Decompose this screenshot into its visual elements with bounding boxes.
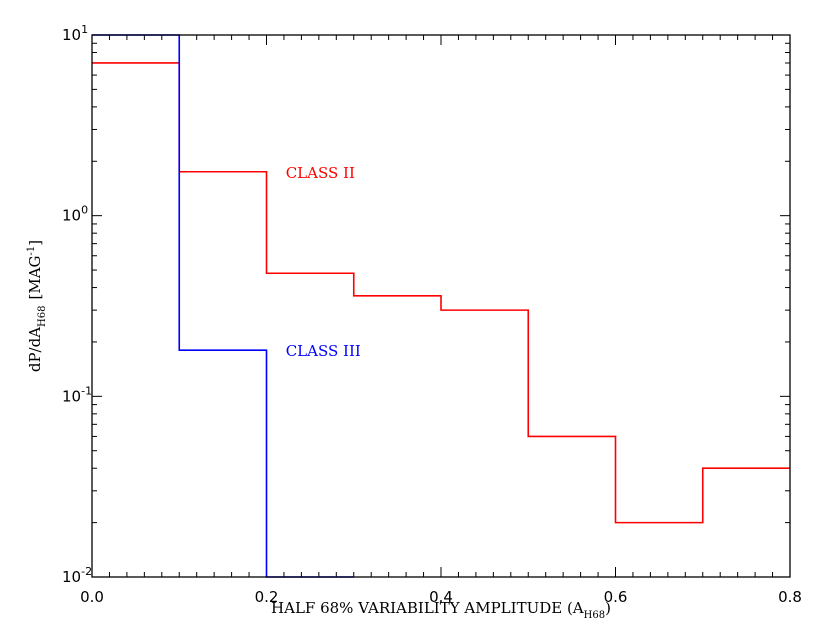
x-tick-label: 0.4: [429, 588, 453, 606]
x-tick-label: 0.6: [604, 588, 628, 606]
x-axis-title: HALF 68% VARIABILITY AMPLITUDE (AH68): [271, 599, 611, 621]
y-tick-label: 10-2: [62, 565, 92, 586]
series-group: [92, 34, 790, 578]
x-tick-label: 0.8: [778, 588, 802, 606]
series-label: CLASS III: [286, 342, 361, 360]
x-tick-label: 0.0: [80, 588, 104, 606]
x-tick-label: 0.2: [255, 588, 279, 606]
plot-frame: [91, 34, 791, 578]
series-labels: CLASS II CLASS III: [286, 164, 361, 360]
series-label: CLASS II: [286, 164, 355, 182]
y-tick-labels: 10-2 10-1 100 101: [62, 23, 92, 586]
y-tick-label: 100: [62, 204, 88, 225]
series-line-class-ii: [92, 62, 790, 524]
series-line-class-iii: [92, 34, 354, 578]
y-axis-title: dP/dAH68[MAG-1]: [26, 240, 48, 372]
y-tick-label: 10-1: [62, 384, 92, 405]
y-tick-label: 101: [62, 23, 88, 44]
x-tick-labels: 0.0 0.2 0.4 0.6 0.8: [80, 588, 802, 606]
